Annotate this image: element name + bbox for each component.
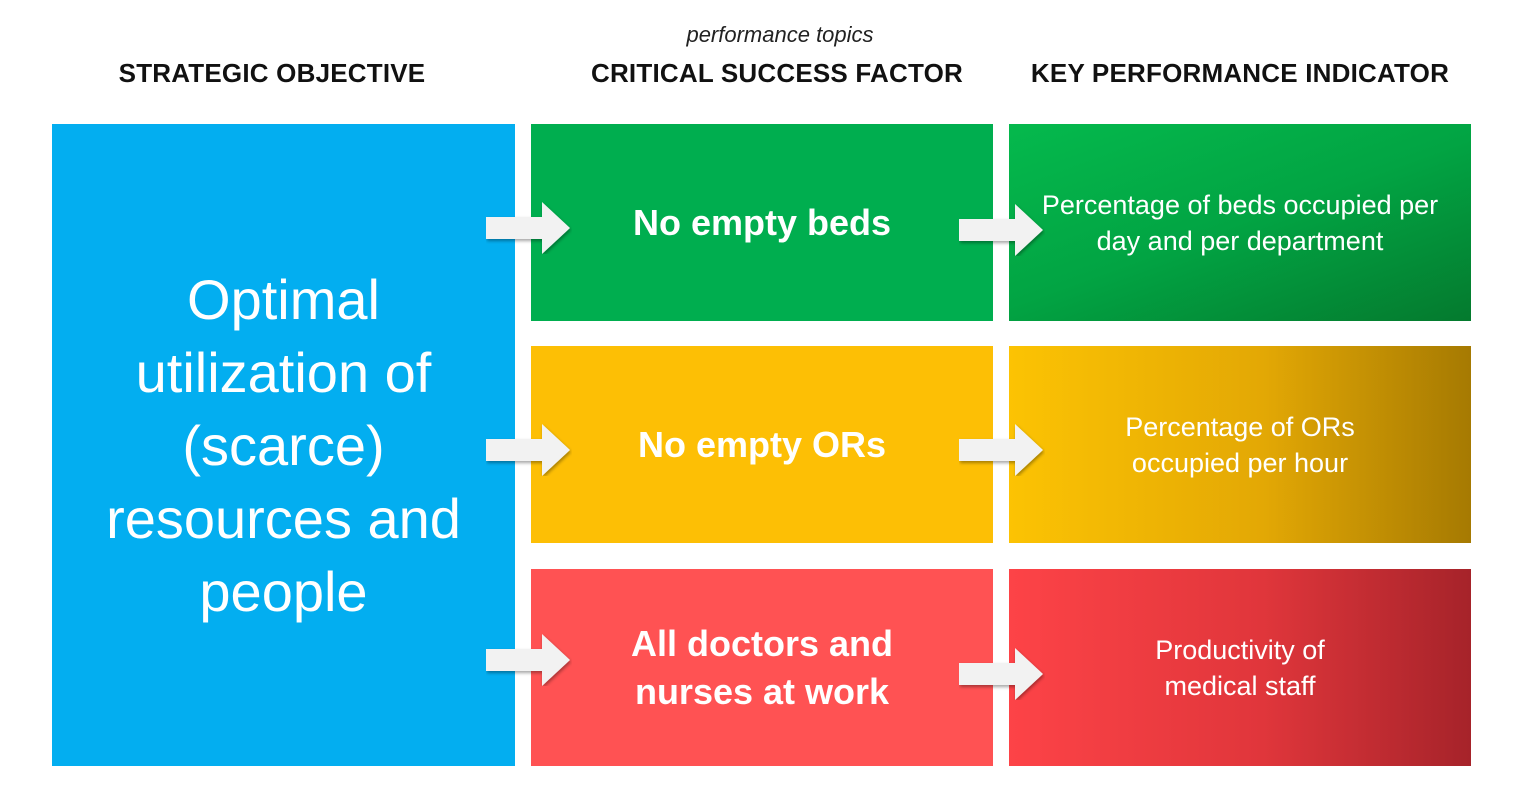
header-strategic-objective: STRATEGIC OBJECTIVE [118,58,426,88]
kpi-box-ors: Percentage of ORs occupied per hour [1009,346,1471,543]
kpi-box-staff: Productivity of medical staff [1009,569,1471,766]
csf-box-beds: No empty beds [531,124,993,321]
header-critical-success-factor: CRITICAL SUCCESS FACTOR [590,58,963,88]
right-arrow-icon [959,424,1043,476]
csf-text: No empty ORs [637,423,887,465]
kpi-text: Percentage of beds occupied per day and … [1041,189,1439,256]
right-arrow-icon [486,424,570,476]
right-arrow-icon [486,202,570,254]
csf-text: No empty beds [632,201,892,243]
kpi-text: Productivity of medical staff [1155,634,1325,701]
strategic-objective-box: Optimal utilization of (scarce) resource… [52,124,515,766]
header-key-performance-indicator: KEY PERFORMANCE INDICATOR [1030,58,1450,88]
right-arrow-icon [486,634,570,686]
diagram-subtitle: performance topics [686,22,874,47]
right-arrow-icon [959,648,1043,700]
strategic-objective-text: Optimal utilization of (scarce) resource… [106,267,461,623]
kpi-box-beds: Percentage of beds occupied per day and … [1009,124,1471,321]
csf-box-ors: No empty ORs [531,346,993,543]
csf-text: All doctors and nurses at work [630,622,894,712]
right-arrow-icon [959,204,1043,256]
csf-box-staff: All doctors and nurses at work [531,569,993,766]
kpi-text: Percentage of ORs occupied per hour [1125,411,1355,478]
